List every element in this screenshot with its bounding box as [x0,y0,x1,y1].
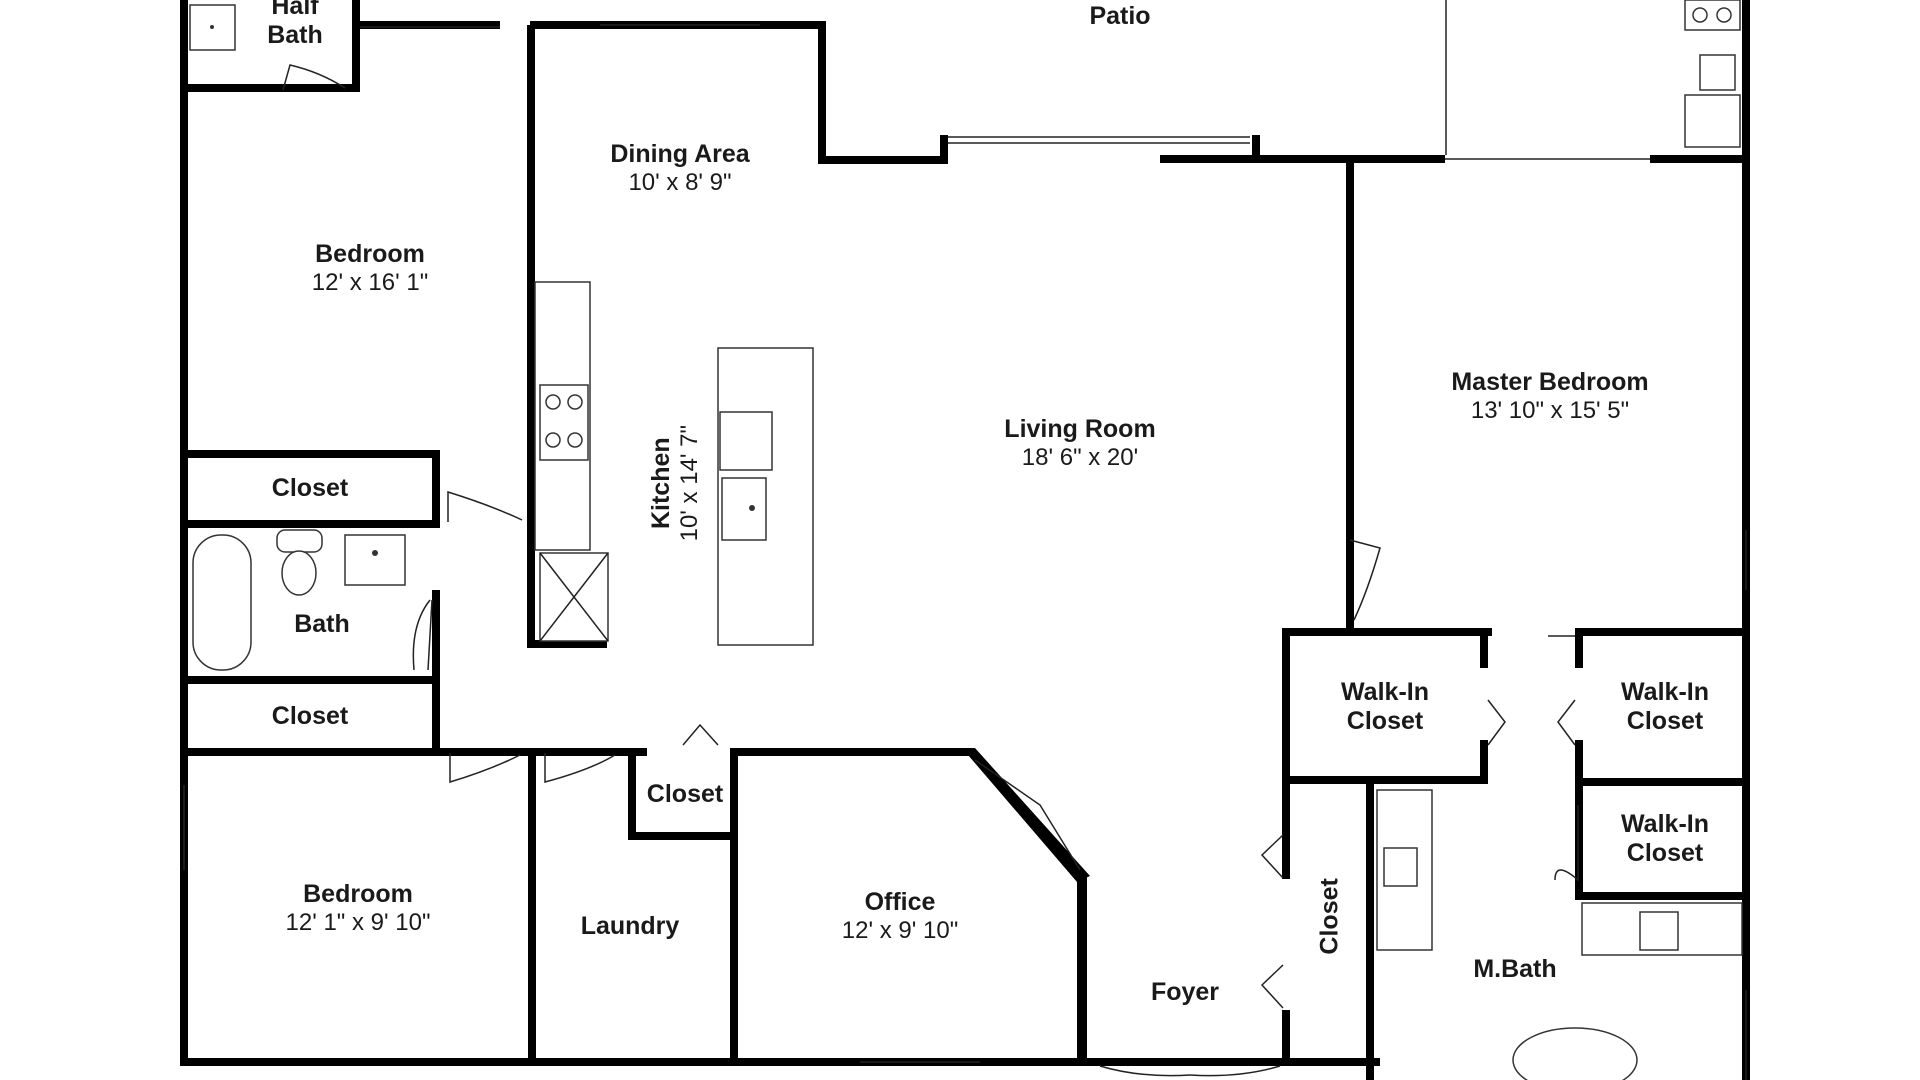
room-label-foyer: Foyer [1150,978,1220,1006]
room-label-walkin-2: Walk-In Closet [1621,678,1709,735]
room-label-bath: Bath [294,610,350,638]
room-label-patio: Patio [1089,2,1151,30]
room-label-laundry: Laundry [580,912,680,940]
room-label-closet-3: Closet [646,780,724,808]
room-label-half-bath: Half Bath [267,0,323,49]
room-label-mbath: M.Bath [1473,955,1557,983]
room-label-closet-2: Closet [271,702,349,730]
room-label-kitchen: Kitchen 10' x 14' 7" [646,424,703,542]
room-label-walkin-3: Walk-In Closet [1621,810,1709,867]
windows [183,0,1747,1080]
room-label-office: Office 12' x 9' 10" [841,888,959,944]
room-label-master: Master Bedroom 13' 10" x 15' 5" [1451,368,1649,424]
room-label-bedroom-bottom: Bedroom 12' 1" x 9' 10" [285,880,431,936]
room-label-dining: Dining Area 10' x 8' 9" [610,140,750,196]
room-label-living: Living Room 18' 6" x 20' [1004,415,1156,471]
room-label-bedroom-top: Bedroom 12' x 16' 1" [311,240,429,296]
fixtures [189,0,1743,1080]
room-label-closet-1: Closet [271,474,349,502]
room-label-closet-4: Closet [1315,878,1344,955]
doors [282,64,1579,1077]
room-label-walkin-1: Walk-In Closet [1341,678,1429,735]
